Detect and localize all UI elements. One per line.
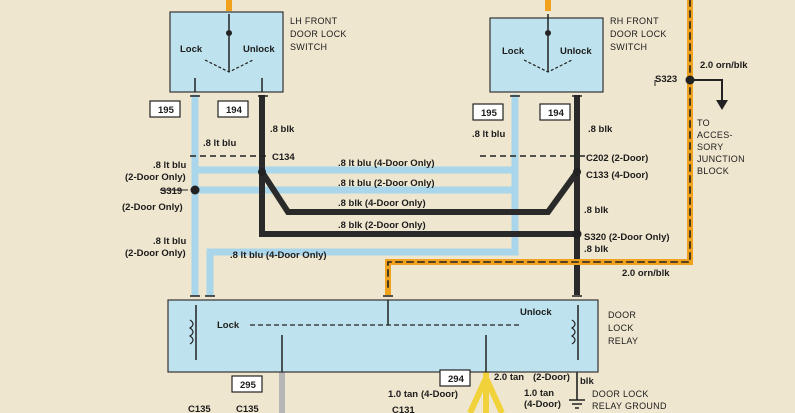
splice-s320-dot: [572, 229, 582, 239]
lh-unlock-label: Unlock: [243, 44, 275, 55]
rh-switch-title-3: SWITCH: [610, 42, 647, 52]
accessory-note-4: JUNCTION: [697, 154, 745, 164]
wire-blk-4door: [257, 167, 582, 215]
door-lock-relay: Lock Unlock: [167, 299, 599, 373]
label-rh-blu-top: .8 lt blu: [472, 129, 505, 140]
circuit-lh-195: 195: [158, 105, 175, 116]
accessory-arrow-icon: [716, 100, 728, 110]
label-s319: S319: [160, 186, 182, 197]
lh-lock-label: Lock: [180, 44, 203, 55]
label-rh-blk-mid: .8 blk: [584, 205, 609, 216]
splice-s319-dot: [190, 185, 200, 195]
label-orn-low: 2.0 orn/blk: [622, 268, 670, 279]
wire-labels: .8 lt blu .8 blk .8 lt blu .8 blk .8 lt …: [125, 60, 748, 410]
label-s323: S323: [655, 74, 677, 85]
label-orn-top: 2.0 orn/blk: [700, 60, 748, 71]
orange-wire: [226, 0, 723, 295]
label-lh-blk-top: .8 blk: [270, 124, 295, 135]
relay-title-2: LOCK: [608, 323, 634, 333]
wire-rh-195-down: [206, 94, 519, 296]
circuit-294: 294: [448, 374, 465, 385]
connectors: [190, 95, 585, 297]
lh-door-lock-switch: Lock Unlock: [169, 11, 284, 93]
connector-labels: C134 C202 (2-Door) C133 (4-Door) C135 C1…: [188, 152, 648, 413]
label-c135a: C135: [188, 404, 211, 413]
circuit-rh-195: 195: [481, 108, 498, 119]
circuit-boxes: 195 194 195 194 295 294: [149, 100, 571, 393]
ground-icon: [569, 372, 585, 409]
splice-s323-dot: [685, 75, 695, 85]
circuit-rh-194: 194: [548, 108, 565, 119]
tan-wires: [467, 372, 505, 413]
label-tan-2door: 2.0 tan: [494, 372, 524, 383]
label-left-blu-2: .8 lt blu: [153, 236, 186, 247]
splice-labels: S319 (2-Door Only) S323 S320 (2-Door Onl…: [122, 74, 677, 243]
rh-switch-title-2: DOOR LOCK: [610, 29, 667, 39]
accessory-note-5: BLOCK: [697, 166, 729, 176]
label-blk-ground: blk: [580, 376, 594, 387]
relay-title-3: RELAY: [608, 336, 638, 346]
label-rh-blk-low: .8 blk: [584, 244, 609, 255]
ground-note-1: DOOR LOCK: [592, 389, 649, 399]
label-bottom-blu-4door: .8 lt blu (4-Door Only): [230, 250, 327, 261]
label-h-blu-2door: .8 lt blu (2-Door Only): [338, 178, 435, 189]
label-left-blu-1-note: (2-Door Only): [125, 172, 186, 183]
rh-lock-label: Lock: [502, 46, 525, 57]
relay-lock-label: Lock: [217, 320, 240, 331]
rh-door-lock-switch: Lock Unlock: [489, 14, 604, 93]
label-h-blk-2door: .8 blk (2-Door Only): [338, 220, 426, 231]
label-c202: C202 (2-Door): [586, 153, 648, 164]
label-left-blu-2-note: (2-Door Only): [125, 248, 186, 259]
label-lh-blu-top: .8 lt blu: [203, 138, 236, 149]
accessory-note-1: TO: [697, 118, 710, 128]
relay-unlock-label: Unlock: [520, 307, 552, 318]
lh-switch-title-2: DOOR LOCK: [290, 29, 347, 39]
label-h-blu-4door: .8 lt blu (4-Door Only): [338, 158, 435, 169]
label-rh-blk-top: .8 blk: [588, 124, 613, 135]
wire-blk-2door: [259, 169, 580, 237]
label-c135b: C135: [236, 404, 259, 413]
notes: TO ACCES- SORY JUNCTION BLOCK DOOR LOCK …: [592, 118, 745, 411]
label-c134: C134: [272, 152, 295, 163]
label-h-blk-4door: .8 blk (4-Door Only): [338, 198, 426, 209]
label-s320: S320 (2-Door Only): [584, 232, 670, 243]
label-tan-2door-note: (2-Door): [533, 372, 570, 383]
lh-switch-title-1: LH FRONT: [290, 16, 338, 26]
label-tan-4door-b: 1.0 tan: [524, 388, 554, 399]
lh-switch-title-3: SWITCH: [290, 42, 327, 52]
accessory-note-2: ACCES-: [697, 130, 733, 140]
ground-note-2: RELAY GROUND: [592, 401, 667, 411]
relay-title-1: DOOR: [608, 310, 636, 320]
light-blue-wires: [191, 94, 519, 296]
label-c131: C131: [392, 405, 415, 413]
rh-switch-title-1: RH FRONT: [610, 16, 659, 26]
rh-unlock-label: Unlock: [560, 46, 592, 57]
accessory-note-3: SORY: [697, 142, 724, 152]
label-tan-4door-b-note: (4-Door): [524, 399, 561, 410]
label-c133: C133 (4-Door): [586, 170, 648, 181]
label-s319-note: (2-Door Only): [122, 202, 183, 213]
circuit-lh-194: 194: [226, 105, 243, 116]
label-tan-4door-a: 1.0 tan: [388, 389, 418, 400]
label-left-blu-1: .8 lt blu: [153, 160, 186, 171]
label-tan-4door-a-note: (4-Door): [421, 389, 458, 400]
circuit-295: 295: [240, 380, 257, 391]
